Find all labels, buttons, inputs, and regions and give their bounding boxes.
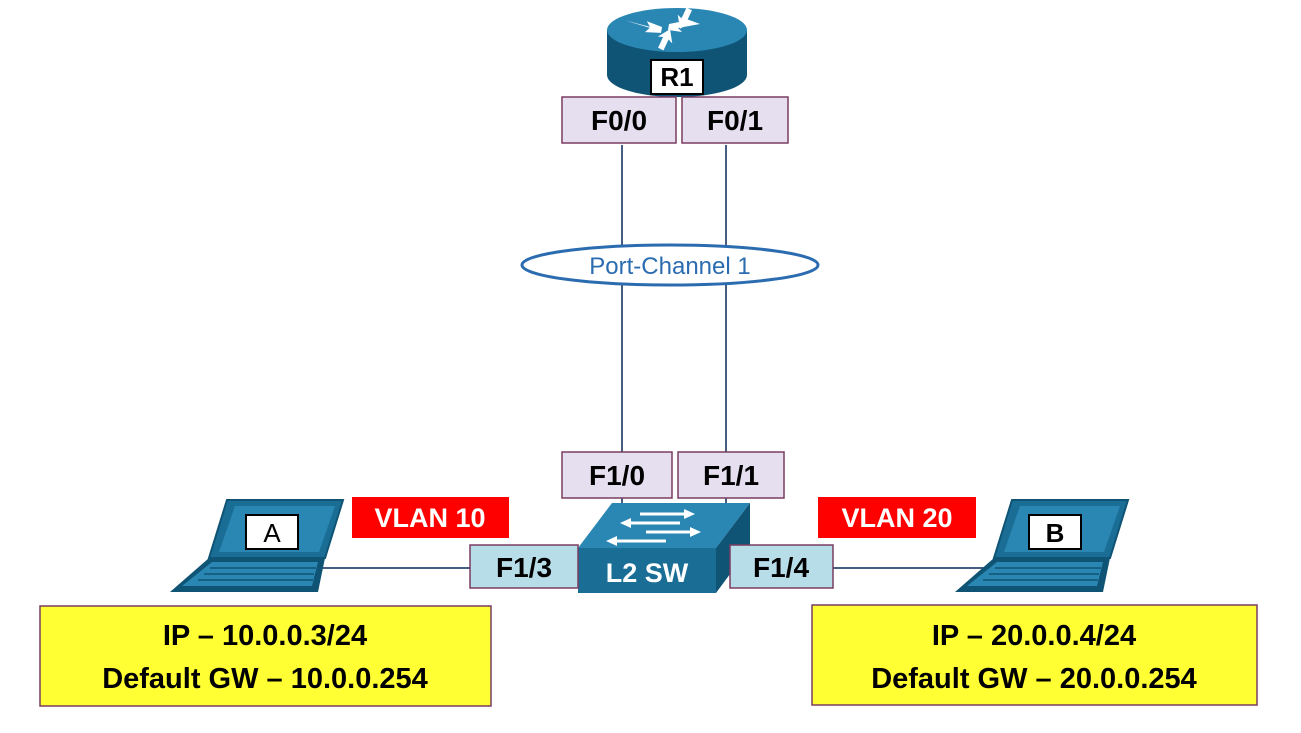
router-port-f00-label: F0/0 (591, 105, 647, 136)
router-port-f00: F0/0 (561, 96, 677, 144)
port-channel: Port-Channel 1 (520, 243, 820, 287)
switch-front (578, 548, 716, 593)
host-a-info: IP – 10.0.0.3/24 Default GW – 10.0.0.254 (39, 605, 492, 707)
switch-port-f14-label: F1/4 (753, 552, 809, 583)
vlan-10-badge: VLAN 10 (352, 497, 509, 538)
host-b-gateway: Default GW – 20.0.0.254 (871, 663, 1197, 695)
switch-port-f11: F1/1 (677, 451, 785, 499)
host-b-ip: IP – 20.0.0.4/24 (932, 620, 1136, 652)
switch-port-f14: F1/4 (729, 544, 834, 589)
host-a-ip: IP – 10.0.0.3/24 (163, 620, 367, 652)
router-label: R1 (660, 62, 693, 92)
switch-top (578, 503, 750, 548)
host-b-label: B (1046, 518, 1065, 548)
switch-port-f10: F1/0 (561, 451, 673, 499)
switch-l2: L2 SW (578, 503, 750, 593)
host-a-label: A (263, 518, 281, 548)
router-port-f01: F0/1 (681, 96, 789, 144)
host-b-info: IP – 20.0.0.4/24 Default GW – 20.0.0.254 (811, 604, 1258, 706)
switch-port-f13-label: F1/3 (496, 552, 552, 583)
vlan-20-label: VLAN 20 (841, 503, 952, 533)
switch-port-f10-label: F1/0 (589, 460, 645, 491)
port-channel-ellipse (520, 243, 820, 287)
router-label-box (650, 59, 704, 95)
host-b-label-box (1028, 514, 1082, 550)
vlan-20-badge: VLAN 20 (818, 497, 976, 538)
port-channel-label: Port-Channel 1 (589, 253, 750, 280)
switch-label: L2 SW (606, 558, 689, 588)
host-b: B (955, 499, 1130, 592)
router-arrows-icon (625, 7, 700, 51)
router-r1: R1 (607, 7, 747, 97)
router-port-f01-label: F0/1 (707, 105, 763, 136)
links (318, 145, 985, 569)
switch-port-f13: F1/3 (469, 544, 579, 589)
switch-arrows-icon (606, 509, 701, 546)
host-a: A (170, 499, 345, 592)
host-a-label-box (245, 514, 299, 550)
vlan-10-label: VLAN 10 (374, 503, 485, 533)
switch-port-f11-label: F1/1 (703, 460, 759, 491)
host-a-gateway: Default GW – 10.0.0.254 (102, 663, 428, 695)
